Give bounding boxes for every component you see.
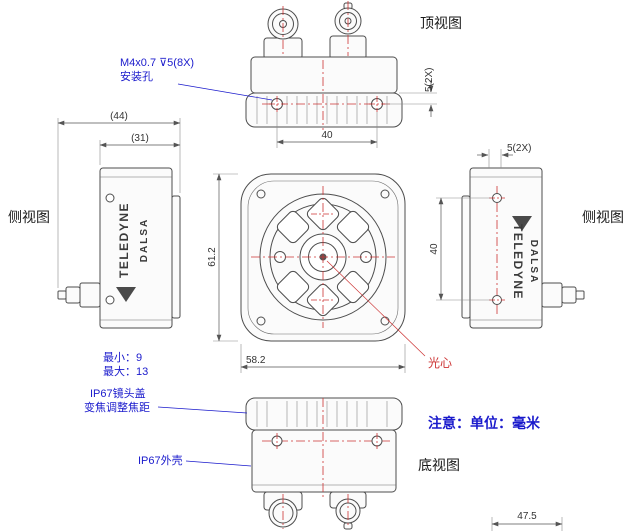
dim-hole-spacing-side: 40 bbox=[429, 243, 440, 255]
mount-callout-leader bbox=[177, 83, 273, 101]
bottom-view bbox=[245, 397, 403, 530]
teledyne-logo-icon bbox=[512, 216, 532, 231]
bottom-view-label: 底视图 bbox=[418, 457, 460, 473]
side-hole bbox=[105, 295, 115, 305]
lens-cover-lip bbox=[171, 195, 181, 319]
optical-center-label: 光心 bbox=[428, 356, 452, 370]
pad-center-marks bbox=[311, 213, 335, 301]
hole-center-marks bbox=[489, 197, 505, 301]
brand-sub: DALSA bbox=[139, 218, 150, 262]
side-view-right-label: 侧视图 bbox=[582, 209, 624, 225]
crosshair-centerline bbox=[251, 186, 395, 328]
corner-screw bbox=[256, 316, 266, 326]
front-band-top bbox=[245, 92, 403, 128]
dim-body-height: 61.2 bbox=[207, 247, 218, 267]
unit-note: 注意：单位：毫米 bbox=[428, 415, 541, 431]
brand-name: TELEDYNE bbox=[117, 202, 131, 278]
annotations: M4x0.7 ⊽5(8X) 安装孔 最小：9 最大：13 IP67镜头盖 变焦调… bbox=[84, 57, 541, 467]
dim-body-depth: (31) bbox=[131, 133, 149, 144]
teledyne-logo-icon bbox=[116, 287, 136, 302]
mount-callout-line2: 安装孔 bbox=[120, 69, 153, 83]
max-focus-label: 最大：13 bbox=[103, 364, 148, 378]
hole-center-marks bbox=[276, 433, 378, 449]
band-texture-top bbox=[256, 96, 388, 124]
dim-connector-spacing-group: 47.5 bbox=[491, 511, 563, 531]
side-view-left-label: 侧视图 bbox=[8, 209, 50, 225]
lens-cap-callout-line2: 变焦调整焦距 bbox=[84, 400, 150, 414]
dim-connector-spacing: 47.5 bbox=[517, 511, 537, 522]
band-texture-bottom bbox=[256, 401, 388, 427]
lens-cover-lip bbox=[461, 195, 471, 319]
dim-hole-spacing-top: 40 bbox=[321, 130, 333, 141]
brand-name: TELEDYNE bbox=[511, 224, 525, 300]
min-focus-label: 最小：9 bbox=[103, 351, 142, 364]
corner-screw bbox=[256, 189, 266, 199]
connector-side bbox=[57, 282, 101, 308]
lens-cap-leader bbox=[157, 406, 248, 414]
housing-callout: IP67外壳 bbox=[138, 453, 183, 467]
mount-callout-line1: M4x0.7 ⊽5(8X) bbox=[120, 57, 194, 69]
side-view-right: TELEDYNE DALSA 40 5(2X) bbox=[429, 143, 585, 329]
connector-left-top bbox=[263, 8, 303, 60]
dim-hole-offset-top: 5(2X) bbox=[424, 68, 435, 92]
top-view: 40 5(2X) bbox=[245, 1, 437, 148]
dim-body-width: 58.2 bbox=[246, 355, 266, 366]
front-band-bottom bbox=[245, 397, 403, 431]
dim-overall-depth: (44) bbox=[110, 111, 128, 122]
lens-cap-callout-line1: IP67镜头盖 bbox=[90, 386, 146, 400]
side-hole bbox=[105, 193, 115, 203]
hole-center-marks bbox=[269, 96, 385, 112]
corner-screw bbox=[380, 189, 390, 199]
optical-center-leader bbox=[326, 260, 426, 357]
top-view-label: 顶视图 bbox=[420, 15, 462, 31]
brand-sub: DALSA bbox=[528, 240, 539, 284]
connector-side bbox=[541, 282, 585, 308]
side-view-left: TELEDYNE DALSA (44) (31) bbox=[57, 111, 181, 329]
dim-hole-offset-side: 5(2X) bbox=[507, 143, 531, 154]
top-plate bbox=[250, 56, 398, 94]
front-view: 61.2 58.2 bbox=[207, 173, 426, 373]
housing-leader bbox=[185, 460, 252, 467]
camera-body-bottom bbox=[251, 429, 397, 493]
